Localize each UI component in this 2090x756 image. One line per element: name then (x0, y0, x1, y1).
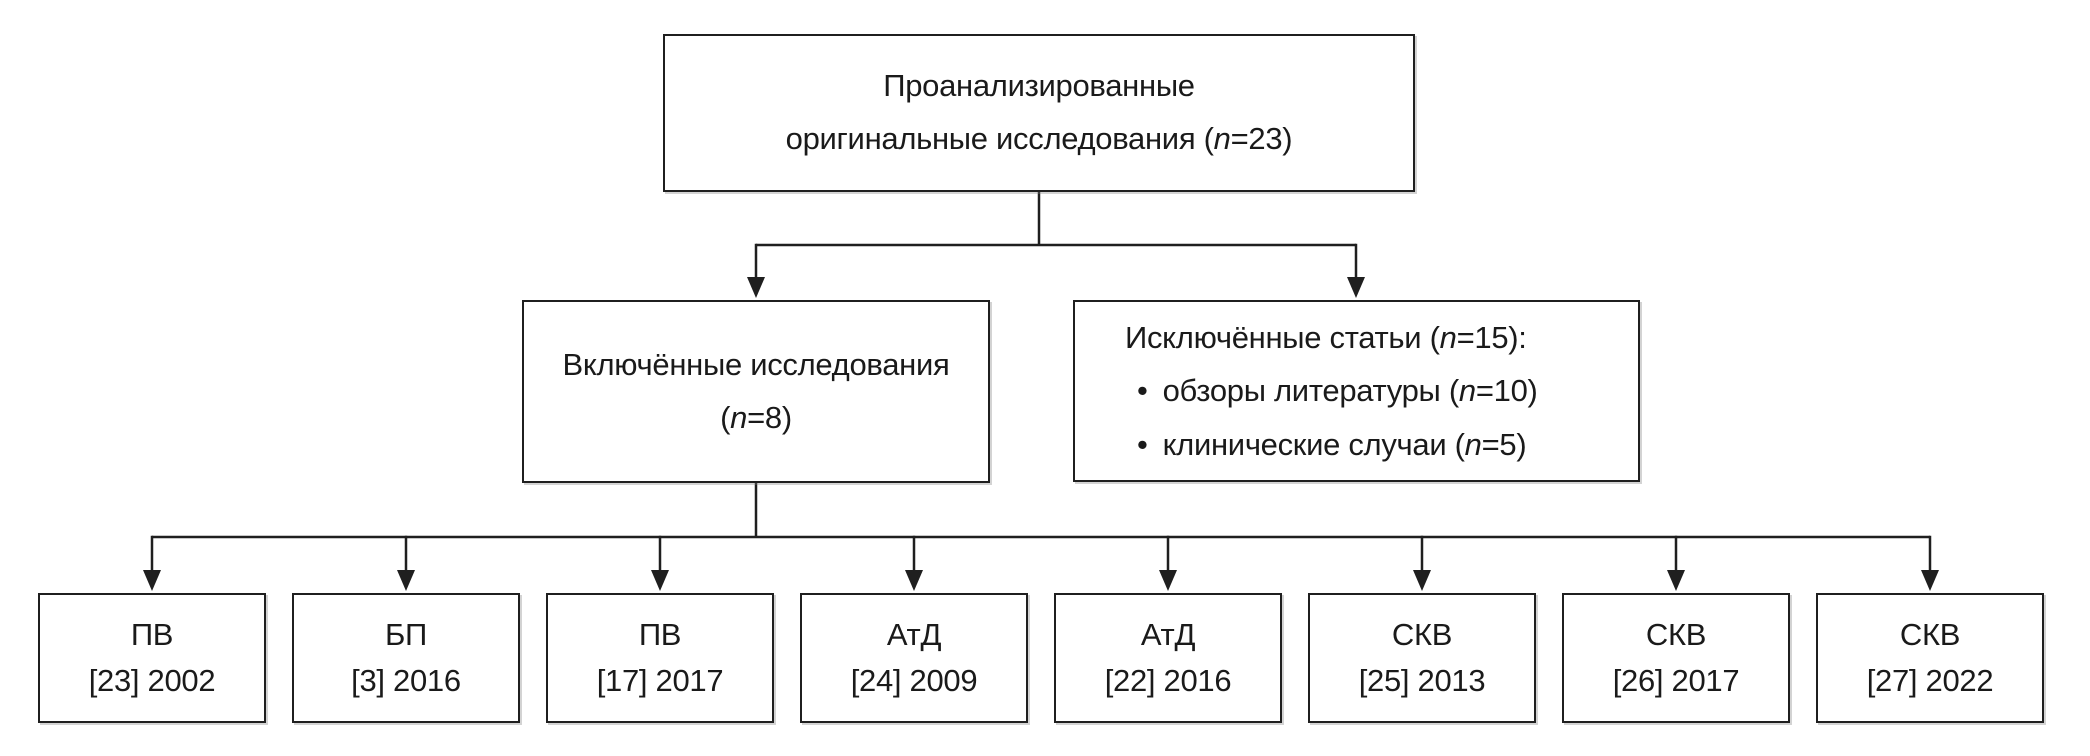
study-box-3: ПВ [17] 2017 (546, 593, 774, 723)
included-box-line1: Включённые исследования (562, 346, 950, 382)
study-4-ref: [24] 2009 (850, 663, 978, 698)
excluded-bullet-1: • обзоры литературы (n=10) (1125, 364, 1538, 417)
study-6-ref: [25] 2013 (1358, 663, 1486, 698)
excluded-box-title: Исключённые статьи (n=15): (1125, 320, 1527, 356)
study-7-abbr: СКВ (1645, 617, 1707, 653)
study-6-abbr: СКВ (1391, 617, 1453, 653)
included-box-line2: (n=8) (720, 399, 792, 435)
bullet-icon: • (1137, 426, 1148, 462)
excluded-bullet-1-text: обзоры литературы (n=10) (1162, 373, 1538, 409)
study-8-ref: [27] 2022 (1866, 663, 1994, 698)
study-box-1: ПВ [23] 2002 (38, 593, 266, 723)
study-4-abbr: АтД (886, 617, 942, 653)
study-5-ref: [22] 2016 (1104, 663, 1232, 698)
root-box-line1: Проанализированные (883, 68, 1195, 104)
study-box-4: АтД [24] 2009 (800, 593, 1028, 723)
arrowhead-study-5 (1159, 570, 1177, 591)
arrowhead-study-4 (905, 570, 923, 591)
excluded-bullet-2: • клинические случаи (n=5) (1125, 418, 1527, 471)
study-5-abbr: АтД (1140, 617, 1196, 653)
arrowhead-study-6 (1413, 570, 1431, 591)
excluded-box: Исключённые статьи (n=15): • обзоры лите… (1073, 300, 1640, 482)
study-1-ref: [23] 2002 (88, 663, 216, 698)
arrowhead-excluded (1347, 277, 1365, 298)
study-8-abbr: СКВ (1899, 617, 1961, 653)
study-7-ref: [26] 2017 (1612, 663, 1740, 698)
study-box-5: АтД [22] 2016 (1054, 593, 1282, 723)
arrowhead-study-2 (397, 570, 415, 591)
study-box-2: БП [3] 2016 (292, 593, 520, 723)
arrowheads (143, 277, 1939, 591)
excluded-bullet-2-text: клинические случаи (n=5) (1162, 426, 1527, 462)
study-3-ref: [17] 2017 (596, 663, 724, 698)
root-box: Проанализированные оригинальные исследов… (663, 34, 1415, 192)
arrowhead-included (747, 277, 765, 298)
study-2-abbr: БП (384, 617, 428, 653)
included-box: Включённые исследования (n=8) (522, 300, 990, 483)
study-box-6: СКВ [25] 2013 (1308, 593, 1536, 723)
connector-paths (150, 191, 1932, 572)
study-2-ref: [3] 2016 (351, 663, 461, 698)
root-box-line2: оригинальные исследования (n=23) (785, 121, 1293, 156)
arrowhead-study-8 (1921, 570, 1939, 591)
arrowhead-study-7 (1667, 570, 1685, 591)
study-3-abbr: ПВ (638, 617, 682, 653)
study-1-abbr: ПВ (130, 617, 174, 653)
arrowhead-study-1 (143, 570, 161, 591)
arrowhead-study-3 (651, 570, 669, 591)
study-box-8: СКВ [27] 2022 (1816, 593, 2044, 723)
bullet-icon: • (1137, 373, 1148, 409)
study-box-7: СКВ [26] 2017 (1562, 593, 1790, 723)
